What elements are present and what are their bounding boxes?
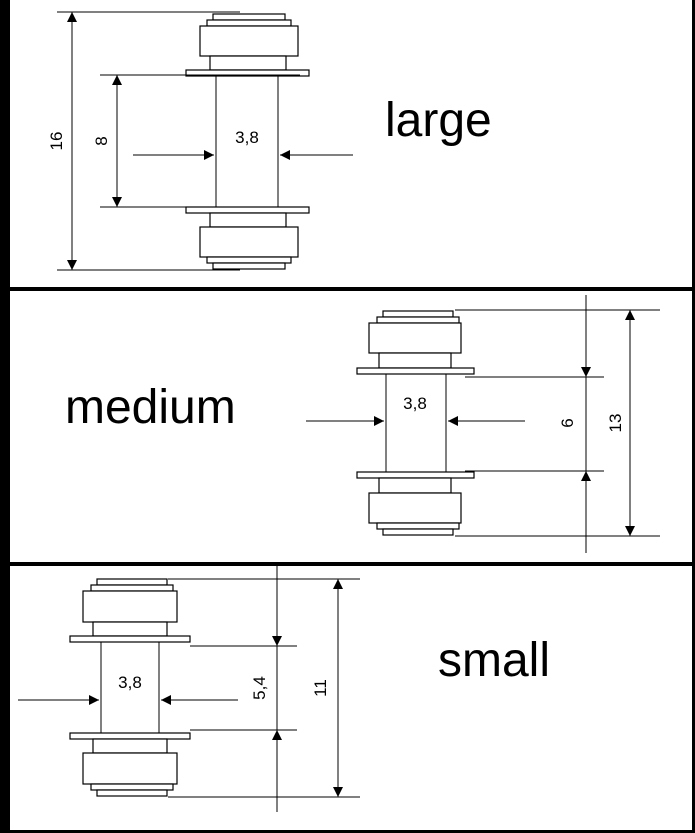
wheel-diagram-small: 11 5,4 3,8 small — [18, 566, 550, 812]
wheelset-drawing — [185, 13, 310, 270]
size-label-small: small — [438, 634, 550, 687]
size-label-large: large — [385, 94, 492, 147]
width-dimension-label: 3,8 — [403, 394, 427, 413]
wheelset-drawing — [69, 578, 191, 797]
width-dimension-label: 3,8 — [118, 673, 142, 692]
panel-small: 11 5,4 3,8 small — [10, 566, 692, 830]
panel-medium: 13 6 3,8 medium — [10, 291, 692, 562]
shaft-dimension-label: 8 — [92, 136, 111, 145]
height-dimension-label: 13 — [606, 414, 625, 433]
width-dimension-label: 3,8 — [235, 128, 259, 147]
height-dimension-label: 11 — [311, 679, 330, 697]
size-label-medium: medium — [65, 381, 236, 434]
wheelset-drawing — [356, 310, 475, 536]
wheel-diagram-medium: 13 6 3,8 medium — [65, 295, 660, 553]
wheel-diagram-large: 16 8 3,8 large — [47, 11, 492, 271]
shaft-dimension-label: 6 — [558, 418, 577, 427]
height-dimension-label: 16 — [47, 132, 66, 151]
shaft-dimension-label: 5,4 — [250, 676, 269, 700]
panel-large: 16 8 3,8 large — [10, 0, 692, 287]
